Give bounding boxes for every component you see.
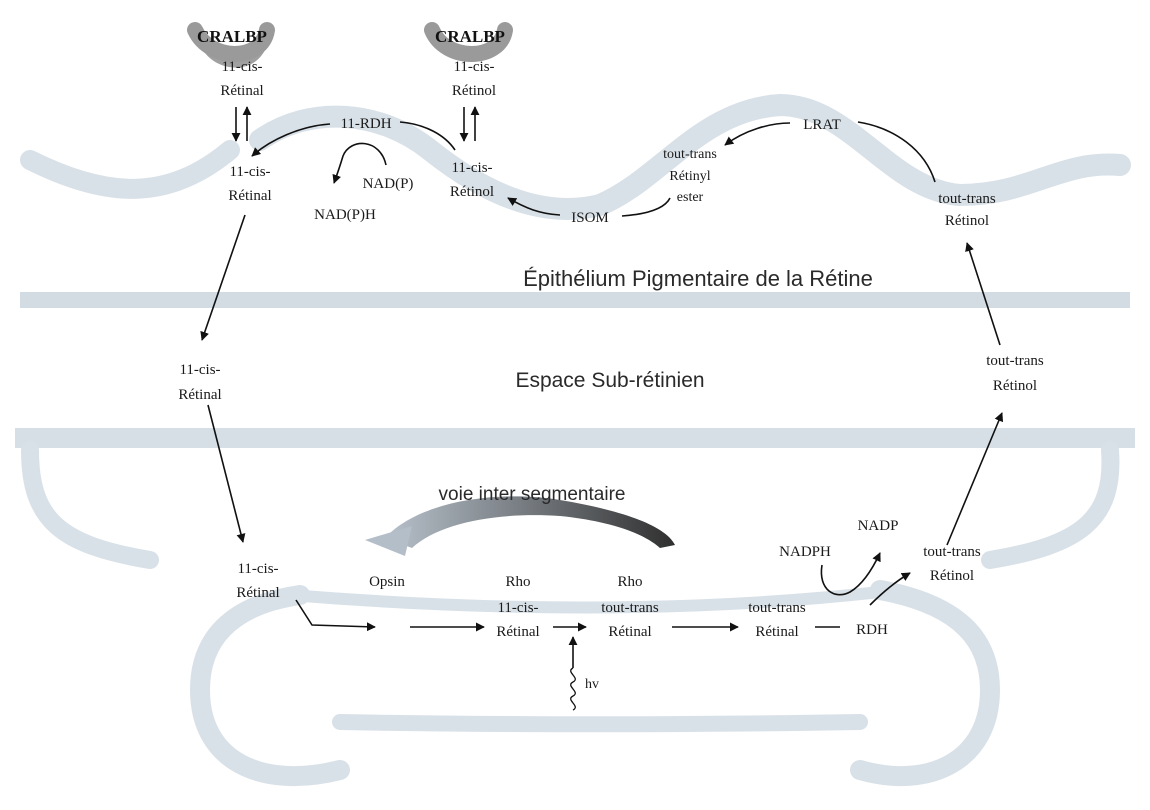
rdh11-label: 11-RDH <box>340 116 391 132</box>
pathway-arrows <box>200 106 1004 711</box>
cralbp-right-label: CRALBP <box>435 27 505 46</box>
cralbp-retinol-top: 11-cis- <box>453 59 494 75</box>
arrow-rdh-retinal <box>251 123 331 157</box>
rho2-name: Rho <box>617 574 642 590</box>
rpe-alltrans-bottom: Rétinol <box>945 213 989 229</box>
arrow-rpe-to-subretinal <box>200 214 246 341</box>
ester-line3: ester <box>677 190 704 205</box>
rpe-membrane <box>20 93 1131 308</box>
subretinal-retinal-bottom: Rétinal <box>178 387 221 403</box>
labels: CRALBP CRALBP 11-cis- Rétinal 11-cis- Ré… <box>178 27 1044 692</box>
arrow-nadp-loop <box>332 142 387 184</box>
cralbp-protein-left <box>187 22 275 68</box>
rpe-retinol-bottom: Rétinol <box>450 184 494 200</box>
subretinal-region-label: Espace Sub-rétinien <box>515 369 704 392</box>
pr-retinal-bottom: Rétinal <box>236 585 279 601</box>
line-ester-isom <box>621 197 671 217</box>
pr-retinol-top: tout-trans <box>923 544 981 560</box>
cralbp-protein-right <box>424 22 513 62</box>
subretinal-retinol-top: tout-trans <box>986 353 1044 369</box>
rpe-region-label: Épithélium Pigmentaire de la Rétine <box>523 266 873 291</box>
arrow-subretinal-to-rpe <box>965 242 1001 346</box>
arrow-nadph-nadp <box>820 552 881 596</box>
rpe-alltrans-top: tout-trans <box>938 191 996 207</box>
subretinal-retinal-top: 11-cis- <box>179 362 220 378</box>
rho1-bottom: Rétinal <box>496 624 539 640</box>
pr-retinal-top: 11-cis- <box>237 561 278 577</box>
cralbp-retinal-top: 11-cis- <box>221 59 262 75</box>
hv-label: hv <box>585 677 599 692</box>
rho2-top: tout-trans <box>601 600 659 616</box>
arrow-photoreceptor-to-subretinal <box>946 412 1004 546</box>
cralbp-retinol-bottom: Rétinol <box>452 83 496 99</box>
intersegment-label: voie inter segmentaire <box>439 484 626 505</box>
free-retinal-top: tout-trans <box>748 600 806 616</box>
rpe-retinal-top: 11-cis- <box>229 164 270 180</box>
arrow-isom-retinol <box>507 197 561 216</box>
photoreceptor-membrane <box>15 428 1135 787</box>
free-retinal-bottom: Rétinal <box>755 624 798 640</box>
rpe-basal-membrane <box>20 292 1130 308</box>
ester-line1: tout-trans <box>663 147 717 162</box>
outer-segment-top <box>15 428 1135 448</box>
rdh-label: RDH <box>856 622 888 638</box>
lrat-label: LRAT <box>803 117 841 133</box>
rho2-bottom: Rétinal <box>608 624 651 640</box>
line-retinol-lrat <box>857 121 936 183</box>
nadp-label: NAD(P) <box>363 176 414 192</box>
rho1-name: Rho <box>505 574 530 590</box>
cralbp-retinal-bottom: Rétinal <box>220 83 263 99</box>
arrow-lrat-ester <box>724 122 791 146</box>
nadph-pr-label: NADPH <box>779 544 831 560</box>
rpe-retinal-bottom: Rétinal <box>228 188 271 204</box>
cralbp-left-label: CRALBP <box>197 27 267 46</box>
isom-label: ISOM <box>571 210 609 226</box>
subretinal-retinol-bottom: Rétinol <box>993 378 1037 394</box>
rpe-retinol-top: 11-cis- <box>451 160 492 176</box>
line-retinol-rdh <box>399 121 456 151</box>
intersegment-arrow <box>365 496 675 556</box>
arrow-rdh-retinol <box>869 572 911 606</box>
pr-retinol-bottom: Rétinol <box>930 568 974 584</box>
nadp-pr-label: NADP <box>858 518 899 534</box>
opsin-label: Opsin <box>369 574 405 590</box>
arrow-retinal-opsin <box>295 599 376 632</box>
arrow-subretinal-to-photoreceptor <box>207 404 246 543</box>
ester-line2: Rétinyl <box>669 169 710 184</box>
light-wave <box>570 667 576 711</box>
nadph-label: NAD(P)H <box>314 207 376 223</box>
rho1-top: 11-cis- <box>497 600 538 616</box>
